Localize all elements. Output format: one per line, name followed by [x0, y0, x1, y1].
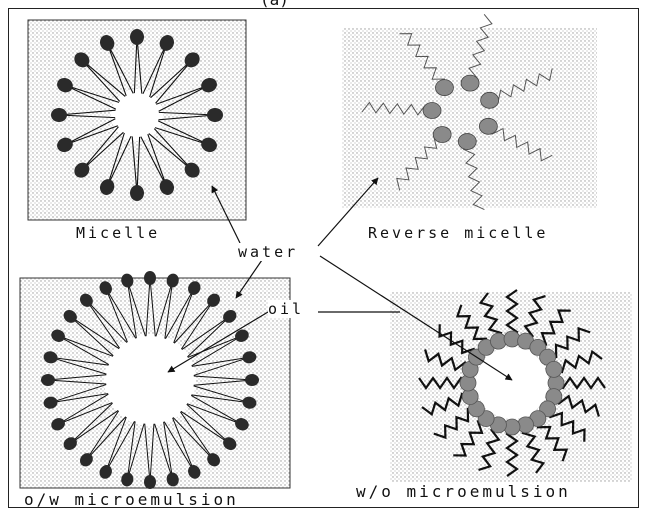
surfactant-head	[461, 75, 479, 91]
ow-label: o/w microemulsion	[24, 490, 239, 509]
surfactant-head	[435, 80, 453, 96]
reverse-micelle-label: Reverse micelle	[368, 224, 548, 242]
surfactant-head	[245, 374, 259, 386]
surfactant-head	[130, 185, 144, 201]
reverse-micelle-panel	[342, 28, 597, 208]
surfactant-head	[144, 475, 156, 489]
surfactant-head	[433, 127, 451, 143]
surfactant-head	[546, 361, 562, 377]
water-core	[476, 347, 548, 419]
surfactant-head	[130, 29, 144, 45]
micelle-core	[111, 89, 163, 141]
wo-label: w/o microemulsion	[356, 482, 571, 501]
surfactant-head	[458, 134, 476, 150]
surfactant-head	[423, 103, 441, 119]
surfactant-head	[481, 92, 499, 108]
surfactant-head	[144, 271, 156, 285]
oil-label: oil	[268, 300, 304, 318]
micelle-label: Micelle	[76, 224, 160, 242]
surfactant-head	[479, 118, 497, 134]
surfactant-head	[41, 374, 55, 386]
surfactant-head	[51, 108, 67, 122]
surfactant-head	[207, 108, 223, 122]
water-label: water	[238, 243, 298, 261]
